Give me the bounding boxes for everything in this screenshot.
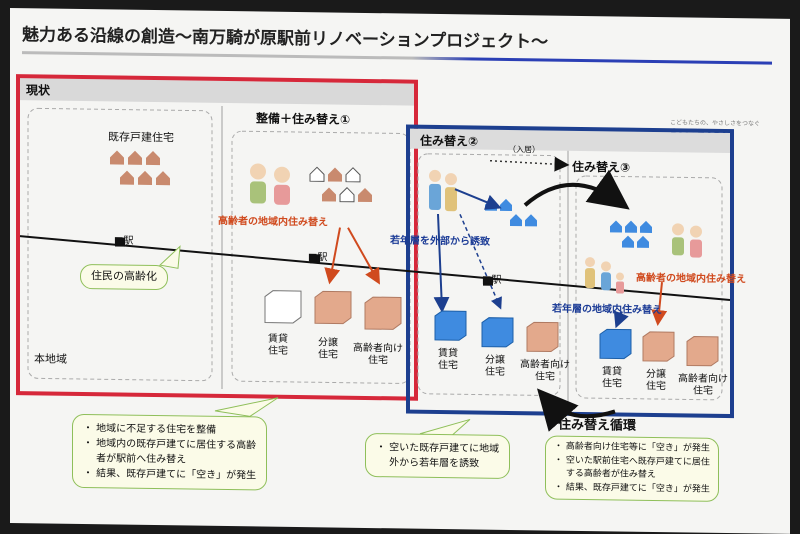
invite-label: 若年層を外部から誘致 [390, 235, 490, 248]
header-phase1: 整備＋住み替え① [256, 111, 351, 127]
dotted-arrow [489, 156, 570, 172]
callout-left-line-4: ・ 結果、既存戸建てに「空き」が発生 [83, 468, 257, 482]
header-phase3: 住み替え③ [572, 159, 631, 175]
aging-callout: 住民の高齢化 [80, 263, 168, 290]
callout-right-line-3: する高齢者が住み替え [554, 468, 656, 481]
elderly-people-icon-2 [672, 223, 702, 258]
buildings-phase2 [434, 310, 559, 353]
building-label-2-1: 賃貸 住宅 [438, 347, 458, 371]
callout-pointer-1 [214, 397, 279, 417]
phase3-inner-box [575, 175, 723, 401]
aging-label: 住民の高齢化 [91, 269, 157, 284]
family-icon-phase3 [585, 257, 624, 294]
callout-middle-line-2: 外から若年層を誘致 [376, 457, 480, 470]
move-arrow-2 [347, 227, 380, 285]
elderly-people-icon [250, 163, 290, 205]
station-marker-3 [483, 276, 493, 286]
phase2-inner-box [417, 153, 561, 397]
cycle-arrow-top [523, 169, 630, 210]
header-bar-right [410, 128, 730, 154]
houses-phase1 [309, 166, 372, 203]
buildings-phase3 [599, 328, 719, 367]
callout-left: ・ 地域に不足する住宅を整備 ・ 地域内の既存戸建てに居住する高齢 者が駅前へ住… [72, 413, 268, 491]
callout-right: ・ 高齢者向け住宅等に「空き」が発生 ・ 空いた駅前住宅へ既存戸建てに居住 する… [545, 435, 719, 502]
houses-phase3 [610, 220, 652, 248]
invite-arrow-1 [433, 213, 450, 314]
callout-middle-line-1: ・ 空いた既存戸建てに地域 [376, 442, 500, 455]
elder-move-label-2: 高齢者の地域内住み替え [636, 272, 746, 286]
station-label-1: ■駅 [114, 235, 134, 247]
building-label-1-3: 高齢者向け 住宅 [353, 342, 403, 366]
station-marker-2 [310, 254, 320, 264]
header-current: 現状 [26, 83, 51, 98]
young-family-icon [429, 169, 457, 212]
elder-move-label-1: 高齢者の地域内住み替え [218, 215, 328, 229]
building-label-3-1: 賃貸 住宅 [602, 366, 622, 390]
station-marker-1 [115, 237, 125, 247]
station-label-3: ■駅 [482, 274, 502, 286]
callout-pointer-aging [158, 245, 181, 269]
buildings-phase1 [264, 290, 402, 330]
slide: 魅力ある沿線の創造〜南万騎が原駅前リノベーションプロジェクト〜 こどもたちの、や… [10, 8, 790, 534]
cycle-label: 住み替え循環 [558, 417, 637, 434]
invite-arrow-2 [459, 213, 502, 310]
building-label-3-3: 高齢者向け 住宅 [678, 373, 728, 397]
header-phase2: 住み替え② [420, 133, 479, 149]
area-label: 本地域 [34, 352, 67, 366]
header-bar-left [20, 78, 415, 106]
callout-right-line-4: ・ 結果、既存戸建てに「空き」が発生 [554, 482, 710, 495]
building-label-2-3: 高齢者向け 住宅 [520, 359, 570, 383]
callout-right-line-1: ・ 高齢者向け住宅等に「空き」が発生 [554, 441, 710, 454]
elder-move-arrow [651, 281, 668, 327]
building-label-1-1: 賃貸 住宅 [268, 333, 288, 357]
invite-arrow-3 [454, 188, 502, 210]
callout-middle: ・ 空いた既存戸建てに地域 外から若年層を誘致 [365, 432, 511, 479]
existing-houses-label: 既存戸建住宅 [108, 130, 174, 145]
move-arrow-1 [324, 227, 341, 285]
houses-current [110, 150, 170, 186]
red-frame [16, 74, 418, 401]
diagram-canvas [16, 74, 734, 438]
building-label-3-2: 分譲 住宅 [646, 368, 666, 392]
building-label-2-2: 分譲 住宅 [485, 354, 505, 378]
cycle-arrow-bottom [537, 388, 616, 432]
young-move-label: 若年層の地域内住み替え [552, 303, 662, 317]
current-inner-box [27, 107, 213, 382]
arrow-label-phase2: （入居） [508, 144, 540, 155]
young-move-arrow [613, 310, 629, 329]
station-label-2: ■駅 [308, 252, 328, 264]
building-label-1-2: 分譲 住宅 [318, 337, 338, 361]
